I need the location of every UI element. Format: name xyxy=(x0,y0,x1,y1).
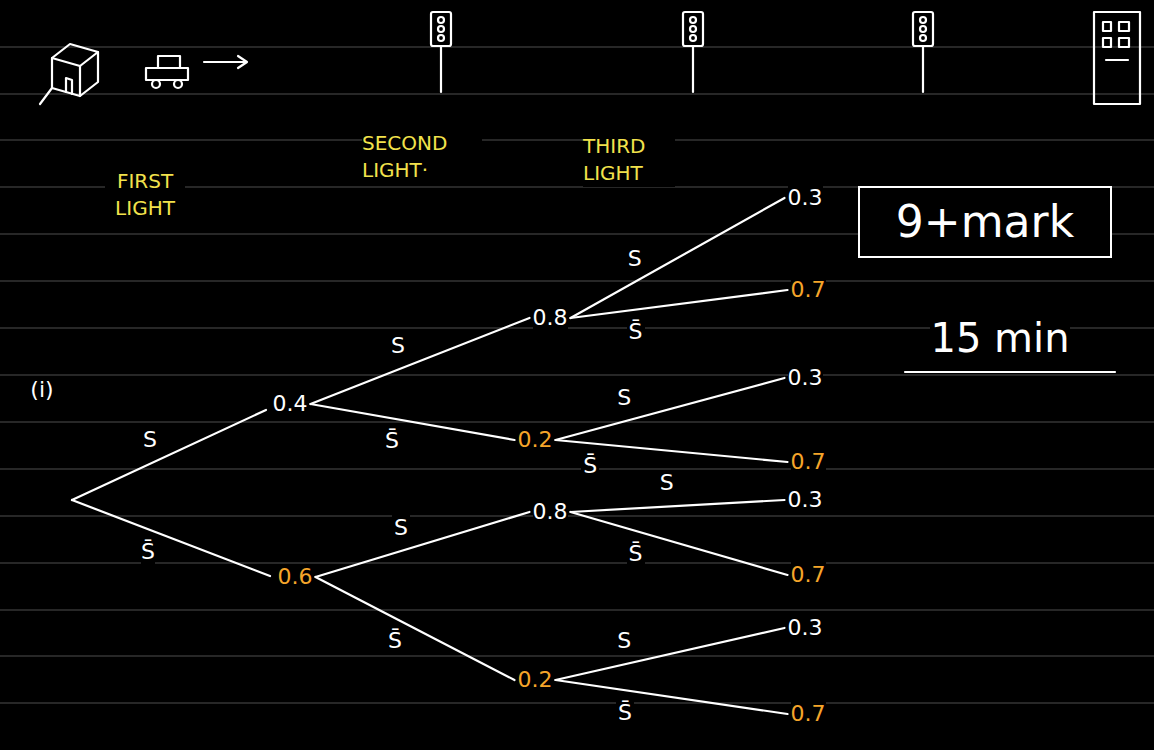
probability-value: 0.3 xyxy=(785,486,826,514)
probability-text: 0.7 xyxy=(791,449,826,475)
branch-label: S xyxy=(626,246,644,272)
traffic-light-icon xyxy=(913,12,933,92)
probability-text: 0.8 xyxy=(533,499,568,525)
branch-label: S xyxy=(392,515,410,541)
branch-line xyxy=(556,680,788,714)
column-heading: THIRD LIGHT xyxy=(583,133,675,187)
branch-line xyxy=(571,500,785,512)
probability-text: 0.7 xyxy=(791,701,826,727)
branch-label: S̄ xyxy=(627,541,645,567)
branch-line xyxy=(311,404,515,440)
probability-value: 0.3 xyxy=(785,184,826,212)
branch-label: S̄ xyxy=(383,428,401,454)
probability-value: 0.7 xyxy=(788,276,829,304)
branch-line xyxy=(571,198,785,318)
root-branches xyxy=(72,410,270,576)
branch-line xyxy=(571,512,788,575)
branch-label: S̄ xyxy=(581,453,599,479)
branch-label: S̄ xyxy=(627,319,645,345)
probability-value: 0.3 xyxy=(785,614,826,642)
probability-value: 0.3 xyxy=(785,364,826,392)
branch-line xyxy=(311,318,530,404)
branch-line xyxy=(316,577,515,680)
probability-text: 0.6 xyxy=(278,564,313,590)
probability-text: 0.3 xyxy=(788,365,823,391)
branch-label: S xyxy=(658,470,676,496)
probability-value: 0.7 xyxy=(788,448,829,476)
marks-box: 9+mark xyxy=(858,186,1112,259)
probability-value: 0.6 xyxy=(275,563,316,591)
probability-text: 0.4 xyxy=(273,391,308,417)
probability-text: 0.2 xyxy=(518,667,553,693)
label-text: S xyxy=(143,427,157,453)
probability-text: 0.3 xyxy=(788,185,823,211)
traffic-light-icon xyxy=(683,12,703,92)
car-icon xyxy=(146,56,247,88)
branch-label: S̄ xyxy=(616,700,634,726)
probability-text: 0.8 xyxy=(533,305,568,331)
traffic-light-icon xyxy=(431,12,451,92)
underline xyxy=(905,371,1115,373)
branch-label: S xyxy=(615,385,633,411)
probability-value: 0.8 xyxy=(530,304,571,332)
house-icon xyxy=(40,44,98,104)
branch-line xyxy=(571,290,788,318)
branch-label: S̄ xyxy=(386,628,404,654)
box-text: 9+mark xyxy=(896,196,1074,249)
probability-text: 0.7 xyxy=(791,277,826,303)
probability-value: 0.4 xyxy=(270,390,311,418)
time-note: 15 min xyxy=(930,314,1069,362)
ruled-lines xyxy=(0,47,1154,703)
probability-value: 0.7 xyxy=(788,561,829,589)
branch-label: S xyxy=(615,628,633,654)
label-text: S̄ xyxy=(141,539,155,565)
probability-value: 0.2 xyxy=(515,666,556,694)
branch-line xyxy=(556,628,785,680)
label-text: (i) xyxy=(30,377,53,403)
probability-text: 0.2 xyxy=(518,427,553,453)
probability-text: 0.3 xyxy=(788,615,823,641)
probability-value: 0.2 xyxy=(515,426,556,454)
building-icon xyxy=(1094,12,1140,104)
branch-line xyxy=(556,378,785,440)
column-heading: SECOND LIGHT· xyxy=(362,130,482,184)
branch-line xyxy=(316,512,530,577)
probability-value: 0.8 xyxy=(530,498,571,526)
branch-label: S xyxy=(389,333,407,359)
probability-text: 0.7 xyxy=(791,562,826,588)
probability-text: 0.3 xyxy=(788,487,823,513)
column-heading: FIRST LIGHT xyxy=(105,168,185,222)
probability-value: 0.7 xyxy=(788,700,829,728)
